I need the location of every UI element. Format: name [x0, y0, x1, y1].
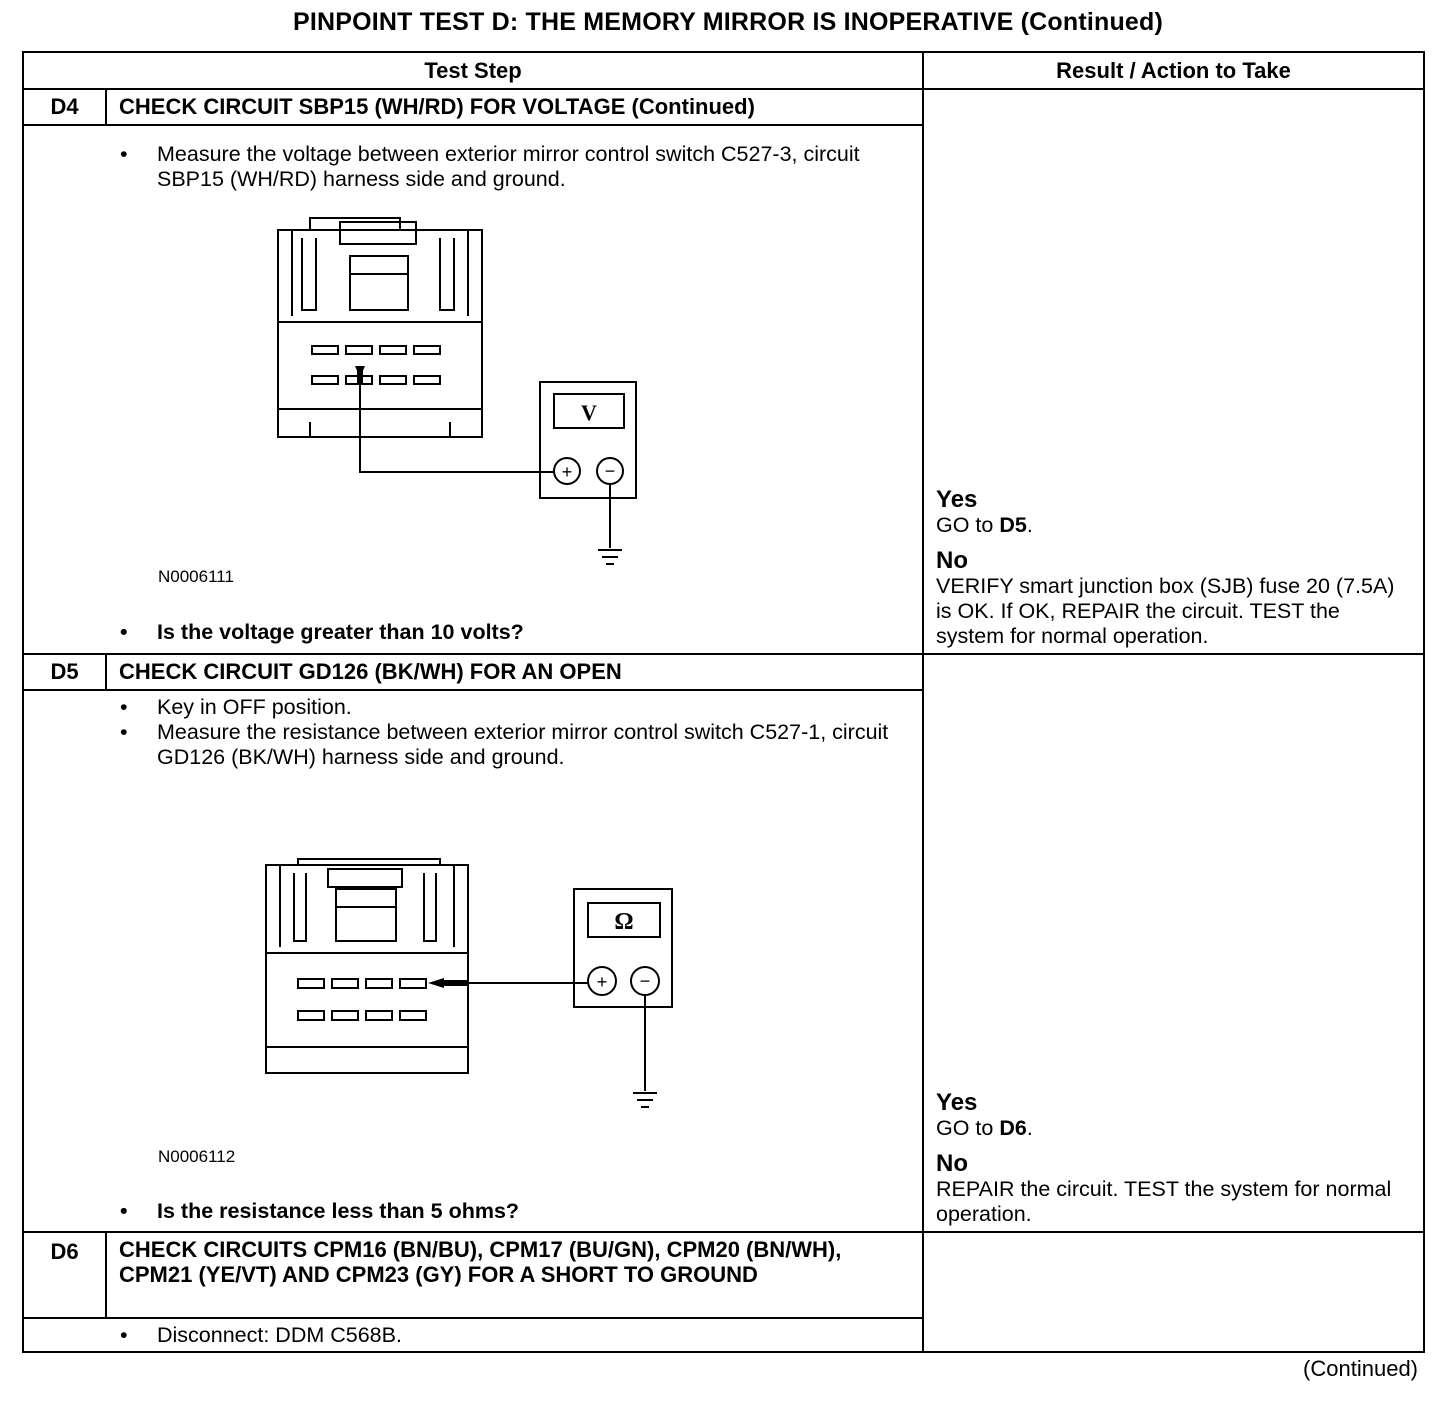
bullet-item: •Disconnect: DDM C568B. — [120, 1322, 402, 1347]
bullet-item: •Measure the resistance between exterior… — [120, 720, 889, 769]
bullet-item: •Measure the voltage between exterior mi… — [120, 142, 860, 191]
step-question: •Is the resistance less than 5 ohms? — [120, 1199, 520, 1223]
step-id: D5 — [22, 653, 107, 691]
goto-step-link[interactable]: D5 — [999, 513, 1027, 537]
result-cell: Yes GO to D5. No VERIFY smart junction b… — [922, 88, 1426, 655]
continued-footer: (Continued) — [1303, 1356, 1418, 1381]
step-id: D4 — [22, 88, 107, 126]
result-yes-label: Yes — [936, 1089, 978, 1116]
step-title: CHECK CIRCUIT GD126 (BK/WH) FOR AN OPEN — [104, 653, 925, 691]
plus-terminal: + — [597, 972, 608, 992]
result-cell: Yes GO to D6. No REPAIR the circuit. TES… — [922, 653, 1426, 1233]
result-no-text: REPAIR the circuit. TEST the system for … — [936, 1177, 1392, 1226]
result-no-label: No — [936, 547, 969, 574]
pinpoint-test-table: Test Step Result / Action to Take D4 CHE… — [21, 51, 1426, 1353]
step-title: CHECK CIRCUIT SBP15 (WH/RD) FOR VOLTAGE … — [104, 88, 925, 126]
minus-terminal: − — [640, 971, 651, 991]
step-title: CHECK CIRCUITS CPM16 (BN/BU), CPM17 (BU/… — [104, 1231, 925, 1319]
ohmmeter-connector-diagram: Ω + − — [265, 858, 673, 1108]
figure-label: N0006111 — [158, 567, 234, 586]
minus-terminal: − — [605, 461, 616, 481]
meter-symbol: V — [581, 400, 597, 425]
step-question: •Is the voltage greater than 10 volts? — [120, 620, 524, 644]
result-cell — [922, 1231, 1426, 1353]
plus-terminal: + — [562, 462, 573, 482]
result-yes-text: GO to D5. — [936, 513, 1033, 537]
column-header-result: Result / Action to Take — [922, 51, 1426, 90]
result-yes-text: GO to D6. — [936, 1116, 1033, 1140]
figure-label: N0006112 — [158, 1147, 236, 1166]
result-block: Yes GO to D5. No VERIFY smart junction b… — [936, 487, 1409, 649]
step-body: •Measure the voltage between exterior mi… — [21, 124, 925, 655]
result-block: Yes GO to D6. No REPAIR the circuit. TES… — [936, 1090, 1409, 1227]
result-yes-label: Yes — [936, 486, 978, 513]
page-title: PINPOINT TEST D: THE MEMORY MIRROR IS IN… — [292, 8, 1164, 36]
step-body: •Disconnect: DDM C568B. — [21, 1317, 925, 1353]
step-body: •Key in OFF position. •Measure the resis… — [21, 689, 925, 1233]
result-no-text: VERIFY smart junction box (SJB) fuse 20 … — [936, 574, 1395, 648]
meter-symbol: Ω — [614, 909, 633, 935]
step-id: D6 — [22, 1231, 107, 1319]
column-header-test-step: Test Step — [21, 51, 925, 90]
voltmeter-connector-diagram: V + − — [277, 217, 637, 565]
bullet-item: •Key in OFF position. — [120, 695, 352, 719]
result-no-label: No — [936, 1150, 969, 1177]
goto-step-link[interactable]: D6 — [999, 1116, 1027, 1140]
